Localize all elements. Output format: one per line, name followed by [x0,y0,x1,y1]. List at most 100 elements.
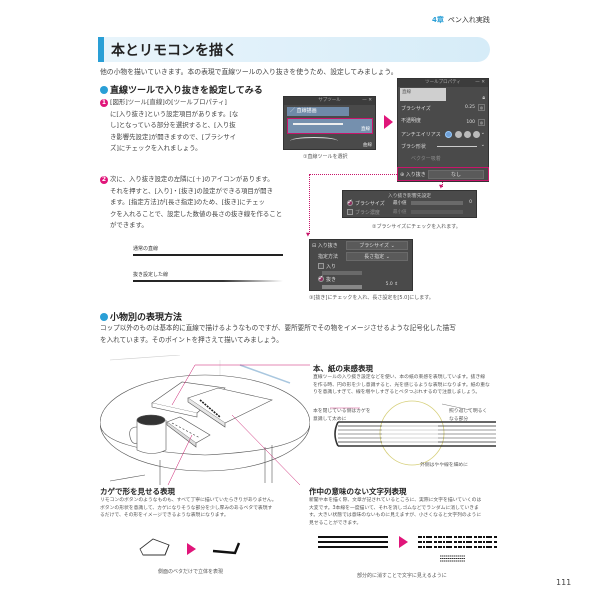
subtool-item-label[interactable]: 曲線 [363,143,372,148]
subtool-item-selected[interactable]: 直線 [287,118,373,134]
section2-heading-text: 小物別の表現方法 [110,313,183,323]
page-number: 111 [556,578,572,587]
dropdown-value: 長さ指定 [364,254,385,260]
subtool-item[interactable]: ／ 直線描画 [287,107,349,116]
checkbox-label: ブラシサイズ [355,201,385,207]
window-controls-icon[interactable]: — ✕ [475,80,485,85]
out-length-slider[interactable] [322,285,362,289]
antialias-none-option[interactable] [445,131,452,138]
inout-collapse-toggle[interactable]: ⊟ 入り抜き [312,243,338,249]
step1-line: し]となっている部分を選択すると、[入り抜 [110,121,236,130]
section2-line: コップ以外のものは基本的に直線で描けるようなものですが、要所要所でその物をイメー… [100,324,456,332]
table-illustration [100,355,310,485]
inout-caption: ③[抜き]にチェックを入れ、長さ設定を[5.0]にします。 [309,295,434,301]
callout-line: す。大きい状態では意味のないものに見えますが、小さくなると文字列のように [309,513,482,518]
out-checkbox[interactable]: 抜き [318,274,337,283]
inout-target-dropdown[interactable]: ブラシサイズ ⌄ [346,241,408,250]
inout-toggle-label: 入り抜き [317,243,338,249]
chapter-title: ペン入れ実践 [447,16,490,24]
antialias-medium-option[interactable] [464,131,471,138]
method-dropdown[interactable]: 長さ指定 ⌄ [346,252,408,261]
subtool-item-label: 直線 [361,127,370,132]
in-checkbox[interactable]: 入り [318,263,336,270]
inout-row[interactable]: ⊕ 入り抜き なし [397,167,489,181]
checkbox-unchecked[interactable] [318,263,324,269]
subtool-panel: サブツール — ✕ ／ 直線描画 直線 曲線 [283,96,376,150]
note-line: 意識して太めに [313,416,347,422]
callout-line: 新聞や本を描く際、文章が記されているところに、実際に文字を描いていくのは [309,498,482,503]
chevron-down-icon[interactable]: ⌄ [480,142,485,148]
preset-preview[interactable]: 直線 [400,88,446,101]
brush-density-checkbox[interactable]: ブラシ濃度 [347,209,380,216]
note-line: 照り返して明るく [449,409,488,414]
remote-button-illustration [139,538,241,556]
row-label: ベクター吸着 [411,156,441,162]
checkbox-unchecked[interactable] [347,209,353,215]
min-value-slider[interactable] [411,210,463,214]
min-value-label: 最小値 [393,201,407,206]
influence-panel-title: 入り抜き影響先設定 [387,194,432,199]
book-pages-illustration [330,400,496,466]
checkbox-checked[interactable] [347,198,353,206]
step1-line: ズ]にチェックを入れましょう。 [110,144,202,153]
antialias-strong-option[interactable] [473,131,480,138]
checkbox-label: ブラシ濃度 [355,210,380,216]
connector-arrow-icon: ▼ [306,232,310,238]
book-note-right: 照り返して明るく なる部分 [449,408,487,423]
section2-paragraph: コップ以外のものは基本的に直線で描けるようなものですが、要所要所でその物をイメー… [100,322,500,346]
min-value-slider[interactable] [411,201,463,205]
brush-size-value[interactable]: 0.25 [464,105,475,110]
step1-line: に[入り抜き]という設定項目があります。[な [110,109,239,118]
inout-dropdown-value: なし [450,172,461,178]
lock-icon[interactable]: 🔒︎ [482,95,485,101]
opacity-row[interactable]: 不透明度 100 ◎ [401,117,485,129]
line-preview [293,123,343,125]
checkbox-checked[interactable] [318,274,324,282]
row-label: アンチエイリアス [401,132,441,138]
opacity-value[interactable]: 100 [466,120,475,125]
book-callout-text: 直線ツールの入り抜き設定などを使い、本の紙の束感を表現しています。抜き線 を作る… [313,374,501,397]
section2-line: を入れています。そのポイントを押さえて描いてみましょう。 [100,336,283,344]
step1-line: き影響先設定]が開きますので、[ブラシサイ [110,132,237,141]
brush-size-settings-icon[interactable]: ◎ [478,104,485,111]
chevron-down-icon[interactable]: ⌄ [480,130,485,136]
text-callout-heading: 作中の意味のない文字列表現 [309,487,407,496]
brush-shape-preview [437,146,477,147]
antialias-weak-option[interactable] [455,131,462,138]
callout-line: るだけで、その形をイメージできるような表現になります。 [100,513,229,518]
brush-size-checkbox[interactable]: ブラシサイズ [347,198,385,207]
callout-line: りを意識しすぎて、線を増やしすぎるとベタつぶれするので注意しましょう。 [313,390,481,395]
title-accent [98,37,104,62]
window-controls-icon[interactable]: — ✕ [362,98,372,103]
in-length-slider[interactable] [322,271,362,275]
brush-size-row[interactable]: ブラシサイズ 0.25 ◎ [401,104,485,117]
min-value[interactable]: 0 [469,200,472,205]
preset-label: 直線 [402,90,411,95]
opacity-settings-icon[interactable]: ◎ [478,119,485,126]
text-caption: 部分的に消すことで文字に見えるように [357,573,447,579]
value-text: 5.0 [385,282,393,287]
inout-expand-toggle[interactable]: ⊕ 入り抜き [400,172,426,178]
out-length-value[interactable]: 5.0 ⇕ [385,282,398,287]
subtool-panel-title: サブツール [318,98,341,103]
influence-settings-panel: 入り抜き影響先設定 ブラシサイズ 最小値 0 ブラシ濃度 最小値 [342,190,477,218]
min-value-label: 最小値 [393,210,407,215]
brush-shape-row[interactable]: ブラシ形状 ⌄ [401,142,485,155]
tool-property-header: ツールプロパティ— ✕ [398,79,488,87]
antialias-row[interactable]: アンチエイリアス ⌄ [401,130,485,143]
row-label: 不透明度 [401,118,422,124]
bullet-dot-icon [100,313,108,321]
connector-arrow-icon: ▼ [439,184,443,190]
row-label: ブラシ形状 [401,144,426,150]
connector-line [442,182,443,187]
checkbox-label: 抜き [326,277,337,283]
inout-dropdown[interactable]: なし [428,170,484,179]
book-note-left: 本を閉じている側はカゲを 意識して太めに [313,408,371,423]
step1-paragraph: 1[図形]ツール[直線]の[ツールプロパティ] に[入り抜き]という設定項目があ… [100,97,280,155]
note-line: なる部分 [449,416,469,422]
vector-snap-row[interactable]: ベクター吸着 [401,155,485,167]
callout-line: リモコンのボタンのようなものも、すべて丁寧に描いていたらきりがありません。 [100,498,277,503]
subtool-panel-header: サブツール — ✕ [284,97,375,105]
curve-preview [290,137,338,145]
